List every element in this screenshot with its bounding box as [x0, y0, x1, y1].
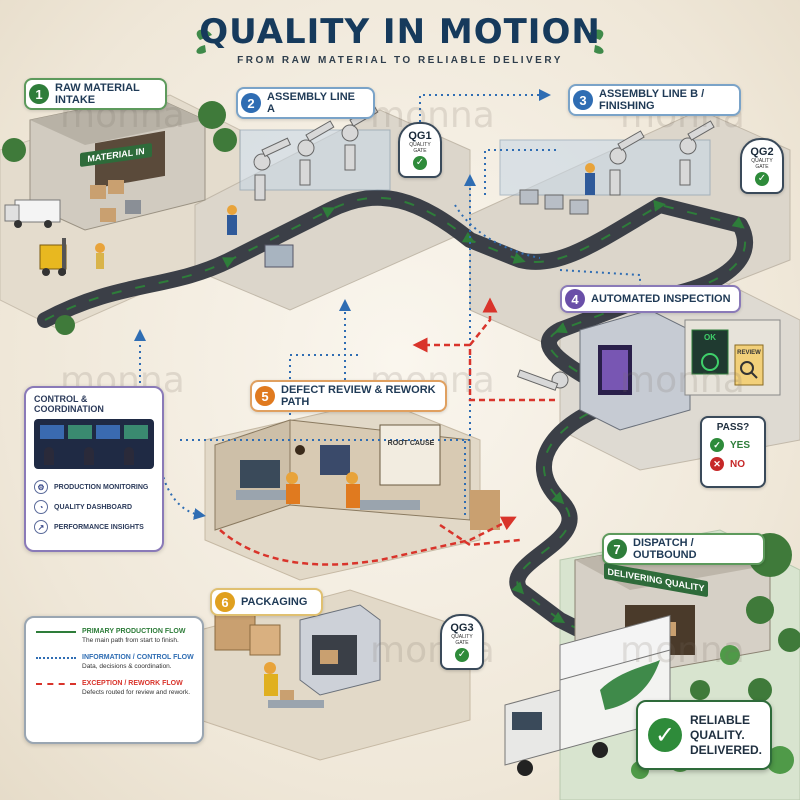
stage-number: 3: [573, 90, 593, 110]
stage-label-dispatch: 7 DISPATCH / OUTBOUND: [602, 533, 765, 565]
gate-subtitle: QUALITY GATE: [751, 158, 773, 170]
control-coordination-panel: CONTROL & COORDINATION ⚙ PRODUCTION MONI…: [24, 386, 164, 552]
pass-no-label: NO: [730, 458, 745, 470]
control-item-dashboard: ◔ QUALITY DASHBOARD: [26, 497, 162, 517]
gate-name: QG3: [450, 622, 474, 634]
conveyor-belt: [37, 189, 753, 648]
legend-label: EXCEPTION / REWORK FLOW: [82, 680, 183, 687]
dashboard-icon: ◔: [34, 500, 48, 514]
stage-title: AUTOMATED INSPECTION: [591, 293, 731, 305]
cross-icon: ✕: [710, 457, 724, 471]
ok-screen: OK: [704, 333, 716, 342]
page-title: QUALITY IN MOTION: [199, 12, 601, 52]
stage-number: 5: [255, 386, 275, 406]
control-item-label: PRODUCTION MONITORING: [54, 483, 149, 491]
legend-description: Defects routed for review and rework.: [82, 689, 191, 696]
check-icon: ✓: [413, 156, 427, 170]
legend-description: The main path from start to finish.: [82, 637, 179, 644]
quality-gate-1: QG1 QUALITY GATE ✓: [398, 122, 442, 178]
badge-line-1: RELIABLE: [690, 712, 750, 727]
inspection-machine: [516, 309, 781, 431]
packaging-area: [214, 604, 381, 708]
control-item-label: PERFORMANCE INSIGHTS: [54, 523, 144, 531]
page-subtitle: FROM RAW MATERIAL TO RELIABLE DELIVERY: [237, 55, 563, 66]
quality-gate-3: QG3 QUALITY GATE ✓: [440, 614, 484, 670]
quality-gate-2: QG2 QUALITY GATE ✓: [740, 138, 784, 194]
panel-title: CONTROL & COORDINATION: [34, 394, 104, 414]
legend-label: INFORMATION / CONTROL FLOW: [82, 654, 194, 661]
pass-title: PASS?: [716, 422, 750, 433]
stage-label-raw-material: 1 RAW MATERIAL INTAKE: [24, 78, 167, 110]
title-leaves: [196, 29, 604, 54]
stage-number: 6: [215, 592, 235, 612]
dashed-arrow-icon: [36, 682, 76, 685]
control-item-monitoring: ⚙ PRODUCTION MONITORING: [26, 477, 162, 497]
badge-line-3: DELIVERED.: [690, 742, 763, 757]
legend-description: Data, decisions & coordination.: [82, 663, 172, 670]
assembly-line-b: [499, 120, 715, 215]
stage-number: 2: [241, 93, 261, 113]
check-icon: ✓: [755, 172, 769, 186]
flow-legend: PRIMARY PRODUCTION FLOW The main path fr…: [24, 616, 204, 744]
pass-yes: ✓ YES: [710, 438, 764, 452]
root-cause-board: ROOT CAUSE: [387, 440, 435, 447]
stage-label-assembly-b: 3 ASSEMBLY LINE B / FINISHING: [568, 84, 741, 116]
control-item-insights: ↗ PERFORMANCE INSIGHTS: [26, 517, 162, 537]
stage-label-assembly-a: 2 ASSEMBLY LINE A: [236, 87, 375, 119]
control-item-label: QUALITY DASHBOARD: [54, 503, 133, 511]
review-screen: REVIEW: [737, 350, 761, 356]
gate-name: QG1: [408, 130, 432, 142]
stage-label-packaging: 6 PACKAGING: [210, 588, 323, 616]
insights-icon: ↗: [34, 520, 48, 534]
stage-title: PACKAGING: [241, 596, 308, 608]
solid-arrow-icon: [36, 630, 76, 633]
gate-name: QG2: [750, 146, 774, 158]
stage-label-inspection: 4 AUTOMATED INSPECTION: [560, 285, 741, 313]
pass-decision-box: PASS? ✓ YES ✕ NO: [700, 416, 766, 488]
control-room-screens: [34, 419, 154, 469]
legend-label: PRIMARY PRODUCTION FLOW: [82, 628, 186, 635]
dotted-arrow-icon: [36, 656, 76, 659]
stage-title: ASSEMBLY LINE A: [267, 91, 356, 115]
stage-number: 1: [29, 84, 49, 104]
check-icon: ✓: [648, 718, 682, 752]
pass-no: ✕ NO: [710, 457, 764, 471]
reliable-quality-badge: ✓ RELIABLE QUALITY. DELIVERED.: [636, 700, 772, 770]
legend-item-primary: PRIMARY PRODUCTION FLOW The main path fr…: [26, 618, 202, 644]
check-icon: ✓: [455, 648, 469, 662]
gate-subtitle: QUALITY GATE: [451, 634, 473, 646]
stage-number: 4: [565, 289, 585, 309]
stage-number: 7: [607, 539, 627, 559]
pass-yes-label: YES: [730, 439, 751, 451]
watermark-text: monna: [620, 630, 745, 671]
rework-room: [214, 419, 500, 531]
stage-label-defect-review: 5 DEFECT REVIEW & REWORK PATH: [250, 380, 447, 412]
check-icon: ✓: [710, 438, 724, 452]
gate-subtitle: QUALITY GATE: [409, 142, 431, 154]
watermark-text: monna: [620, 360, 745, 401]
rework-flow-lines: [219, 297, 555, 566]
badge-line-2: QUALITY.: [690, 727, 745, 742]
legend-item-info: INFORMATION / CONTROL FLOW Data, decisio…: [26, 644, 202, 670]
legend-item-rework: EXCEPTION / REWORK FLOW Defects routed f…: [26, 670, 202, 696]
monitor-icon: ⚙: [34, 480, 48, 494]
stage-title: ASSEMBLY LINE B / FINISHING: [599, 88, 705, 112]
stage-title: DEFECT REVIEW & REWORK PATH: [281, 384, 436, 408]
stage-title: DISPATCH / OUTBOUND: [633, 537, 697, 561]
stage-title: RAW MATERIAL INTAKE: [55, 82, 140, 106]
